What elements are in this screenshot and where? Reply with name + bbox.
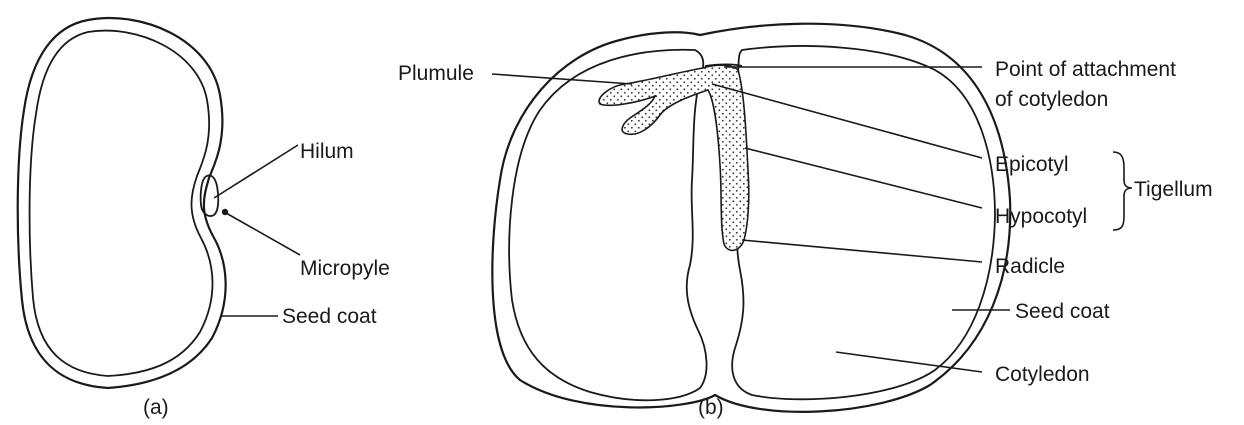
label-micropyle: Micropyle — [300, 257, 390, 280]
label-attachment-line2: of cotyledon — [995, 88, 1108, 111]
label-cotyledon: Cotyledon — [995, 363, 1090, 386]
tigellum-bracket — [1113, 152, 1132, 230]
label-attachment-line1: Point of attachment — [995, 58, 1176, 81]
seed-a-inner-coat — [30, 31, 213, 376]
leader-hypocotyl — [745, 148, 982, 208]
leader-epicotyl — [712, 84, 982, 158]
label-seed-coat-b: Seed coat — [1015, 300, 1110, 323]
leader-plumule — [492, 74, 632, 84]
label-hilum: Hilum — [300, 140, 354, 163]
panel-a-seed-external — [18, 18, 228, 388]
label-epicotyl: Epicotyl — [995, 153, 1069, 176]
label-plumule: Plumule — [398, 62, 474, 85]
caption-a: (a) — [143, 396, 169, 419]
panel-b-seed-opened — [492, 24, 1010, 412]
leader-hilum — [214, 145, 298, 198]
caption-b: (b) — [698, 396, 724, 419]
leader-micropyle — [226, 213, 300, 255]
embryo-axis — [599, 65, 749, 250]
label-tigellum: Tigellum — [1134, 178, 1213, 201]
label-hypocotyl: Hypocotyl — [995, 205, 1087, 228]
label-radicle: Radicle — [995, 255, 1065, 278]
cotyledon-right — [732, 46, 995, 399]
label-seed-coat-a: Seed coat — [282, 305, 377, 328]
seed-a-outer-coat — [18, 18, 226, 388]
leader-cotyledon — [836, 352, 982, 372]
seed-b-outer-coat — [492, 24, 1010, 412]
leader-radicle — [742, 240, 982, 262]
